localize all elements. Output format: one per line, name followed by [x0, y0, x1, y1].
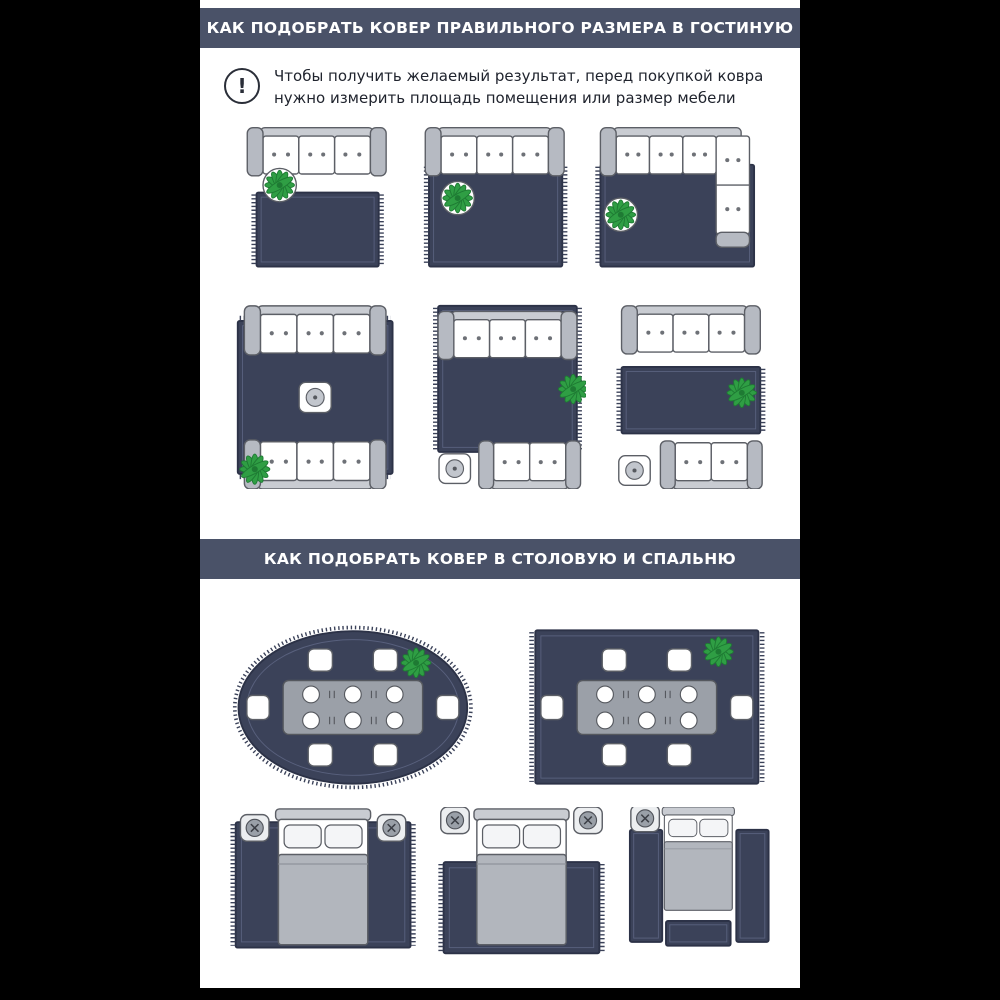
- living-room-diagrams-row-2: [234, 304, 766, 489]
- sofa-icon: [243, 304, 387, 356]
- diagram-rug-in-front-of-sofa: [246, 126, 387, 268]
- bedroom-diagrams-row: [230, 806, 770, 959]
- chair-icon: [666, 647, 693, 672]
- warning-icon: !: [224, 68, 260, 104]
- bed-icon: [274, 807, 372, 945]
- sofa-icon: [424, 126, 565, 177]
- plant-icon: [441, 181, 474, 214]
- diagram-small-rug-between-sofas: [616, 304, 766, 489]
- loveseat-icon: [477, 439, 581, 489]
- diagram-rect-rug-dining: [529, 628, 765, 785]
- sofa-icon: [621, 304, 762, 355]
- chair-icon: [730, 694, 754, 720]
- chair-icon: [372, 742, 399, 767]
- sofa-icon: [437, 310, 578, 360]
- side-table-icon: [618, 454, 652, 486]
- diagram-large-rug-two-sofas: [432, 304, 586, 489]
- nightstand-icon: [376, 813, 407, 842]
- bed-icon: [661, 806, 735, 911]
- diagram-square-rug-two-sofas: [236, 304, 394, 489]
- dining-table-icon: [576, 679, 718, 735]
- advice-note: ! Чтобы получить желаемый результат, пер…: [200, 48, 800, 110]
- bed-icon: [473, 807, 571, 945]
- nightstand-icon: [440, 806, 471, 834]
- chair-icon: [435, 694, 460, 720]
- plant-icon: [263, 168, 296, 201]
- chair-icon: [666, 742, 693, 767]
- diagram-rug-under-front-legs: [423, 126, 568, 268]
- section-living-room-header: КАК ПОДОБРАТЬ КОВЕР ПРАВИЛЬНОГО РАЗМЕРА …: [200, 8, 800, 48]
- nightstand-icon: [629, 806, 660, 832]
- advice-note-text: Чтобы получить желаемый результат, перед…: [274, 67, 764, 107]
- dining-diagrams-row: [232, 621, 768, 793]
- coffee-table-icon: [298, 381, 332, 413]
- chair-icon: [601, 742, 628, 767]
- section-dining-bedroom-header: КАК ПОДОБРАТЬ КОВЕР В СТОЛОВУЮ И СПАЛЬНЮ: [200, 538, 800, 579]
- corner-sofa-icon: [600, 126, 751, 248]
- diagram-oval-rug-dining: [232, 625, 473, 789]
- diagram-rug-under-lower-bed: [438, 806, 605, 954]
- chair-icon: [540, 694, 565, 720]
- section-dining-bedroom-title: КАК ПОДОБРАТЬ КОВЕР В СТОЛОВУЮ И СПАЛЬНЮ: [263, 549, 737, 568]
- chair-icon: [601, 647, 628, 672]
- chair-icon: [307, 647, 334, 672]
- diagram-runner-rugs-around-bed: [628, 806, 770, 947]
- living-room-diagrams-row-1: [238, 124, 762, 274]
- loveseat-icon: [659, 439, 763, 489]
- chair-icon: [246, 694, 270, 720]
- section-living-room-title: КАК ПОДОБРАТЬ КОВЕР ПРАВИЛЬНОГО РАЗМЕРА …: [206, 19, 794, 37]
- diagram-rug-under-entire-bed: [230, 807, 416, 949]
- chair-icon: [307, 742, 334, 767]
- dining-table-icon: [282, 679, 424, 735]
- content-column: КАК ПОДОБРАТЬ КОВЕР ПРАВИЛЬНОГО РАЗМЕРА …: [200, 0, 800, 988]
- diagram-rug-under-corner-sofa: [595, 126, 756, 268]
- nightstand-icon: [573, 806, 604, 834]
- sofa-icon: [246, 126, 387, 177]
- nightstand-icon: [239, 813, 270, 842]
- plant-icon: [605, 198, 638, 231]
- chair-icon: [372, 647, 399, 672]
- side-table-icon: [438, 452, 471, 484]
